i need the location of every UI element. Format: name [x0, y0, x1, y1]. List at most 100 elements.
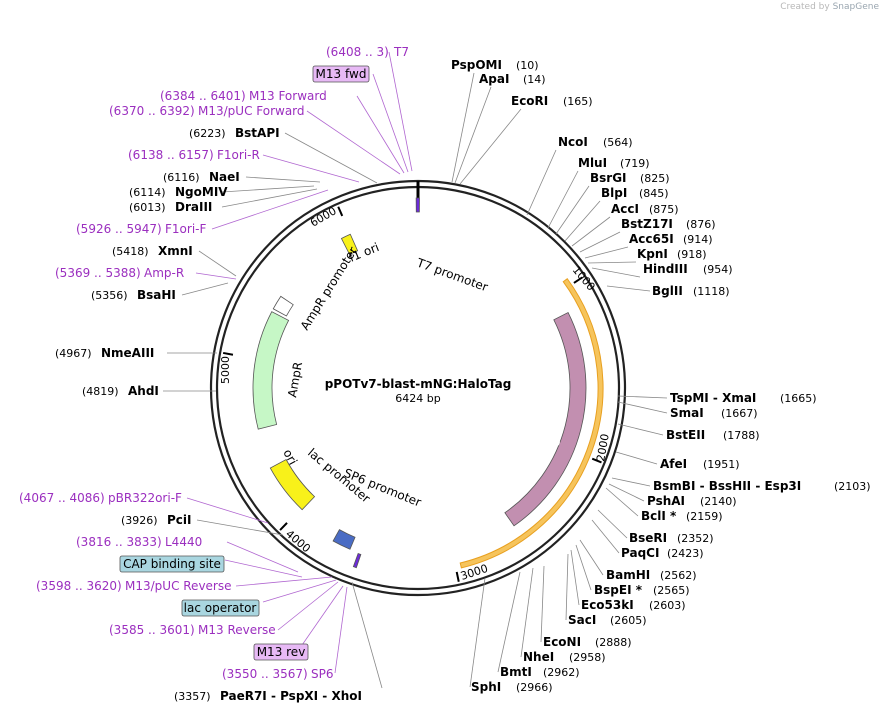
- site-pos: (564): [603, 136, 633, 149]
- site-pos: (2103): [834, 480, 871, 493]
- site-pos: (1118): [693, 285, 730, 298]
- primer-range: (6408 .. 3): [326, 45, 389, 59]
- site-name: XmnI: [158, 244, 193, 258]
- enzyme-labels-left: (3357)PaeR7I - PspXI - XhoI (3926)PciI (…: [55, 126, 362, 703]
- primer-range: (6138 .. 6157): [128, 148, 214, 162]
- leader-line: [334, 586, 348, 674]
- plasmid-name: pPOTv7-blast-mNG:HaloTag: [325, 377, 512, 391]
- site-pos: (2966): [516, 681, 553, 694]
- leader-line: [540, 565, 545, 643]
- site-pos: (2562): [660, 569, 697, 582]
- site-pos: (3357): [174, 690, 211, 703]
- leader-line: [570, 549, 580, 606]
- site-name: MluI: [578, 156, 607, 170]
- leader-line: [284, 132, 378, 184]
- site-pos: (2140): [700, 495, 737, 508]
- leader-line: [497, 571, 521, 673]
- feature-arrow-t7-promoter: [415, 197, 420, 213]
- site-name: BstZ17I: [621, 217, 673, 231]
- site-name: HindIII: [643, 262, 688, 276]
- enzyme-labels-right: PspOMI(10) ApaI(14) EcoRI(165) NcoI(564)…: [451, 58, 871, 694]
- site-name: BseRI: [629, 531, 667, 545]
- site-name: SmaI: [670, 406, 704, 420]
- site-pos: (10): [516, 59, 539, 72]
- feature-arrow-halotag: [504, 312, 587, 527]
- site-pos: (2958): [569, 651, 606, 664]
- primer-range: (3550 .. 3567): [222, 667, 308, 681]
- primer-range: (5926 .. 5947): [76, 222, 162, 236]
- leader-line: [579, 231, 621, 253]
- leader-line: [277, 581, 339, 631]
- site-name: EcoNI: [543, 635, 581, 649]
- credit-prefix: Created by: [780, 2, 830, 12]
- site-name: KpnI: [637, 247, 668, 261]
- site-name: NheI: [523, 650, 554, 664]
- site-pos: (876): [686, 218, 716, 231]
- leader-line: [181, 282, 229, 296]
- site-name: PaqCI: [621, 546, 659, 560]
- site-pos: (6013): [129, 201, 166, 214]
- primer-range: (6384 .. 6401): [160, 89, 246, 103]
- label-leader-lines: [163, 51, 668, 689]
- primer-range: (3816 .. 3833): [76, 535, 162, 549]
- site-name: SphI: [471, 680, 501, 694]
- leader-line: [617, 395, 668, 399]
- leader-line: [459, 108, 522, 185]
- site-name: PshAI: [647, 494, 685, 508]
- scale-tick-2000: [591, 457, 602, 464]
- credit-brand: SnapGene: [832, 2, 879, 12]
- primer-range: (3598 .. 3620): [36, 579, 122, 593]
- halotag-outline-arc: [459, 278, 604, 569]
- site-pos: (2565): [653, 584, 690, 597]
- site-name: AhdI: [128, 384, 159, 398]
- site-name: BclI *: [641, 509, 677, 523]
- scale-tick-6000: [337, 206, 344, 217]
- feature-arrows: [252, 197, 604, 569]
- feature-arrow-ampr-promoter: [272, 295, 294, 317]
- site-pos: (6223): [189, 127, 226, 140]
- site-pos: (5356): [91, 289, 128, 302]
- site-name: BamHI: [606, 568, 650, 582]
- site-name: TspMI - XmaI: [670, 391, 756, 405]
- site-name: EcoRI: [511, 94, 548, 108]
- site-pos: (5418): [112, 245, 149, 258]
- primer-range: (6370 .. 6392): [109, 104, 195, 118]
- site-name: BspEI *: [594, 583, 643, 597]
- leader-line: [451, 72, 475, 183]
- site-pos: (14): [523, 73, 546, 86]
- leader-line: [547, 170, 579, 229]
- leader-line: [454, 86, 492, 184]
- primer-name: SP6: [311, 667, 334, 681]
- boxed-label-lac-operator: lac operator: [181, 599, 260, 617]
- leader-line: [617, 423, 664, 436]
- site-name: NgoMIV: [175, 185, 228, 199]
- site-name: AccI: [611, 202, 639, 216]
- feature-arrow-sp6-promoter: [352, 552, 362, 569]
- feature-label-ampr-promoter: AmpR promoter: [298, 244, 360, 332]
- site-name: BglII: [652, 284, 683, 298]
- site-pos: (6114): [129, 186, 166, 199]
- leader-line: [211, 189, 329, 230]
- site-pos: (1788): [723, 429, 760, 442]
- boxed-label-text: M13 rev: [257, 645, 306, 659]
- site-name: AfeI: [660, 457, 687, 471]
- site-pos: (4819): [82, 385, 119, 398]
- boxed-label-text: CAP binding site: [123, 557, 221, 571]
- leader-line: [575, 544, 592, 591]
- site-pos: (2423): [667, 547, 704, 560]
- leader-line: [591, 267, 641, 278]
- site-name: Eco53kI: [581, 598, 634, 612]
- snapgene-credit: Created by SnapGene: [780, 2, 879, 12]
- site-pos: (6116): [163, 171, 200, 184]
- leader-line: [356, 95, 405, 174]
- leader-line: [605, 487, 639, 517]
- site-pos: (2962): [543, 666, 580, 679]
- site-pos: (2605): [610, 614, 647, 627]
- site-pos: (845): [639, 187, 669, 200]
- site-name: BstEII: [666, 428, 705, 442]
- boxed-label-m13-fwd: M13 fwd: [312, 65, 370, 83]
- scale-tick-5000: [222, 351, 234, 356]
- primer-name: pBR322ori-F: [108, 491, 182, 505]
- primer-name: F1ori-F: [165, 222, 206, 236]
- tick-label-5000: 5000: [219, 356, 232, 384]
